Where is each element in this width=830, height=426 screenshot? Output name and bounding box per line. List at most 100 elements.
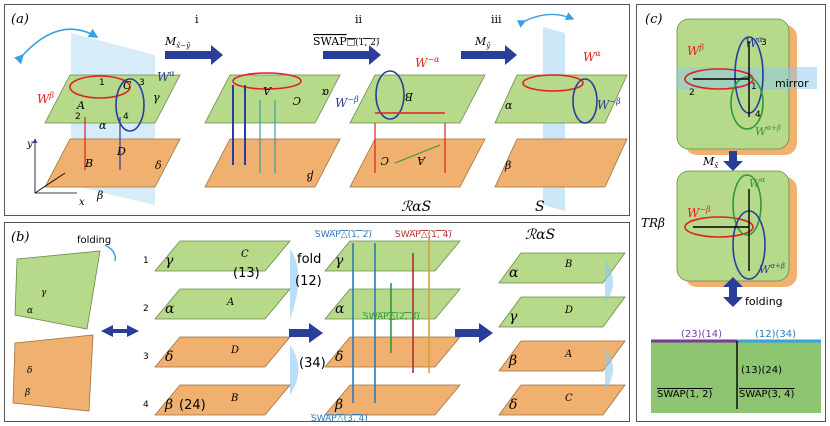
arrow-right-icon: [289, 323, 323, 343]
svg-text:β: β: [24, 388, 30, 398]
axis-y-label: y: [26, 139, 33, 150]
svg-text:α: α: [27, 306, 33, 316]
svg-text:3: 3: [143, 352, 149, 362]
label-A: A: [76, 99, 85, 112]
arrow-right-icon: [455, 323, 493, 343]
panel-a: (a) A B C D α β γ δ 2 4 3 1 Wα Wβ y x i …: [4, 4, 630, 216]
svg-text:A: A: [226, 297, 234, 308]
svg-text:β: β: [334, 397, 343, 413]
loop-wb: [69, 75, 131, 99]
svg-text:α: α: [509, 265, 519, 281]
svg-text:3: 3: [761, 38, 767, 48]
svg-text:α: α: [321, 86, 329, 99]
mirror-label: mirror: [775, 77, 809, 90]
svg-text:C: C: [241, 249, 249, 260]
axes: y x: [26, 138, 85, 208]
svg-text:α: α: [165, 301, 175, 317]
panel-a-label: (a): [11, 12, 29, 27]
panel-c-label: (c): [645, 12, 662, 27]
side-label: TRβ: [641, 216, 665, 230]
folding-label: folding: [77, 235, 111, 246]
double-arrow-icon: [723, 277, 743, 287]
svg-text:Wα: Wα: [745, 35, 763, 50]
svg-text:β: β: [508, 353, 517, 369]
num-3: 3: [139, 78, 145, 88]
rotation-arrow-icon: [14, 28, 99, 65]
svg-text:Wβ: Wβ: [687, 43, 704, 58]
svg-text:α: α: [505, 99, 513, 112]
svg-text:B: B: [230, 393, 238, 404]
bottom-layer: [44, 138, 181, 188]
caption-ras: ℛαS: [401, 199, 431, 215]
svg-text:iii: iii: [491, 13, 502, 26]
mirror-band: [677, 67, 817, 89]
svg-text:β: β: [307, 170, 314, 183]
num-1: 1: [99, 78, 105, 88]
svg-text:(23)(14): (23)(14): [681, 329, 722, 340]
arrow-right-icon: [165, 45, 223, 65]
svg-text:ℛαS: ℛαS: [525, 227, 555, 243]
folded-sheet-top: [14, 250, 101, 330]
svg-text:β: β: [164, 397, 173, 413]
svg-text:(12)(34): (12)(34): [755, 329, 796, 340]
svg-text:W−β: W−β: [597, 97, 621, 112]
double-arrow-icon: [101, 325, 139, 337]
svg-text:ii: ii: [355, 13, 363, 26]
svg-text:W−α: W−α: [415, 55, 440, 70]
svg-text:SWAP(3, 4): SWAP(3, 4): [739, 389, 795, 400]
step-ii: ii SWAP□(1, 2): [313, 13, 381, 65]
svg-text:2: 2: [143, 304, 149, 314]
wa-label: Wα: [157, 69, 175, 84]
label-C: C: [123, 79, 132, 92]
svg-text:2: 2: [689, 88, 695, 98]
num-4: 4: [123, 112, 129, 122]
svg-text:4: 4: [755, 110, 761, 120]
frame-2: C A β α: [204, 72, 341, 188]
svg-text:C: C: [380, 154, 389, 167]
svg-text:W−β: W−β: [687, 205, 711, 220]
svg-text:(24): (24): [179, 398, 206, 413]
panel-b-label: (b): [11, 230, 29, 245]
folded-sheet-bottom: [12, 334, 94, 412]
svg-text:δ: δ: [27, 366, 32, 376]
wb-label: Wβ: [37, 91, 54, 106]
svg-text:Mx̃: Mx̃: [702, 155, 718, 170]
svg-text:B: B: [405, 90, 414, 103]
svg-text:α: α: [335, 301, 345, 317]
svg-text:(12): (12): [295, 274, 322, 289]
svg-text:SWAP△(3, 4): SWAP△(3, 4): [311, 414, 368, 423]
frame-4: α β Wα W−β S: [494, 49, 628, 215]
label-B: B: [84, 157, 93, 170]
svg-text:(34): (34): [299, 356, 326, 371]
label-delta: δ: [155, 159, 162, 172]
svg-text:SWAP△(2, 3): SWAP△(2, 3): [363, 312, 420, 322]
bottom-sheet: [651, 341, 821, 413]
svg-text:A: A: [417, 154, 426, 167]
top-layer: [44, 74, 181, 124]
svg-text:1: 1: [751, 82, 757, 92]
arrow-right-icon: [323, 45, 381, 65]
svg-text:Mŷ: Mŷ: [474, 35, 491, 50]
svg-text:γ: γ: [335, 253, 344, 269]
svg-text:D: D: [230, 345, 239, 356]
svg-text:SWAP△(1, 2): SWAP△(1, 2): [315, 230, 372, 240]
svg-text:A: A: [263, 84, 272, 97]
panel-b-diagram: (b) folding γ α δ β 1 2 3 4 γ α δ β C A …: [11, 227, 626, 423]
label-gamma: γ: [153, 91, 160, 104]
panel-a-diagram: (a) A B C D α β γ δ 2 4 3 1 Wα Wβ y x i …: [11, 12, 628, 215]
svg-text:C: C: [565, 393, 573, 404]
label-beta: β: [96, 189, 103, 202]
svg-text:1: 1: [143, 256, 149, 266]
svg-text:Wα: Wα: [749, 176, 765, 190]
svg-text:Mx̂−ŷ: Mx̂−ŷ: [164, 35, 191, 50]
svg-text:SWAP□(1, 2): SWAP□(1, 2): [313, 35, 379, 48]
svg-text:(13)(24): (13)(24): [741, 365, 782, 376]
svg-text:Wα: Wα: [583, 49, 601, 64]
svg-text:SWAP(1, 2): SWAP(1, 2): [657, 389, 713, 400]
loop-wa: [115, 78, 145, 132]
svg-text:fold: fold: [297, 252, 321, 267]
arrow-down-icon: [723, 151, 743, 171]
step-i: i Mx̂−ŷ: [164, 13, 223, 65]
svg-text:δ: δ: [165, 349, 173, 365]
svg-text:γ: γ: [165, 253, 174, 269]
